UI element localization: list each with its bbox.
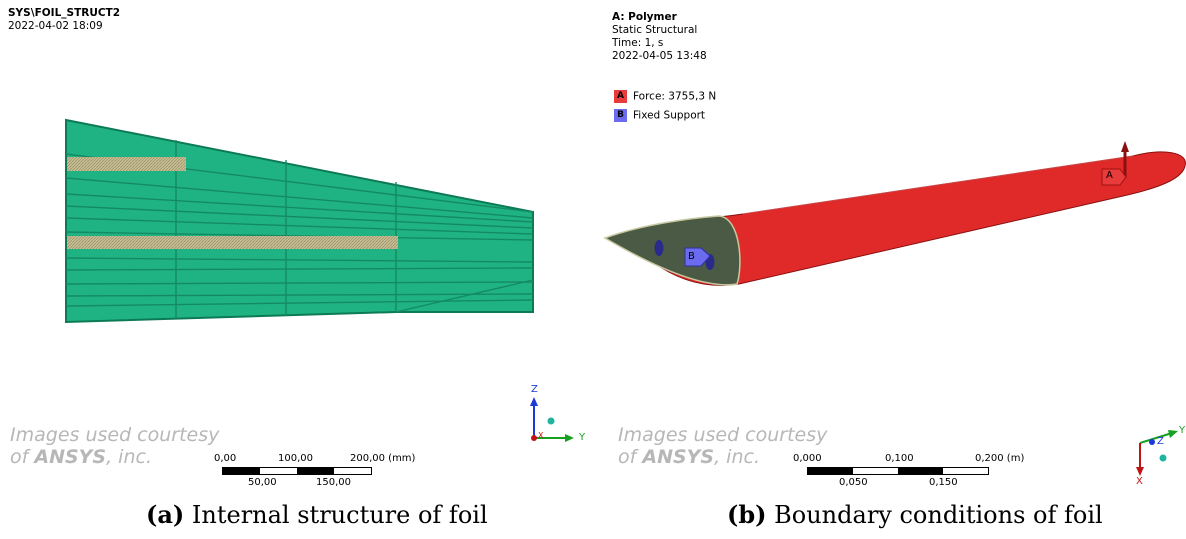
axis-z-label: Z: [531, 384, 538, 395]
caption-text: Boundary conditions of foil: [774, 501, 1103, 529]
legend-label: Force: 3755,3 N: [633, 90, 717, 103]
force-marker-label: A: [1106, 170, 1113, 181]
legend-swatch-b: B: [614, 109, 627, 122]
scale-tick-0: 0,000: [793, 453, 822, 464]
analysis-time: Time: 1, s: [612, 37, 664, 49]
support-marker[interactable]: [684, 247, 711, 267]
scale-tick-50: 0,050: [839, 477, 868, 488]
scale-tick-50: 50,00: [248, 477, 277, 488]
legend-swatch-a: A: [614, 90, 627, 103]
caption-text: Internal structure of foil: [191, 501, 488, 529]
spar-upper: [67, 157, 186, 171]
legend-label: Fixed Support: [633, 109, 706, 122]
axis-y-label: Y: [579, 432, 586, 443]
coordinate-triad-a: [530, 397, 574, 442]
scale-tick-0: 0,00: [214, 453, 237, 464]
analysis-type: Static Structural: [612, 24, 698, 36]
caption-tag: (a): [146, 500, 185, 529]
support-marker-label: B: [688, 251, 695, 262]
ansys-brand: ANSYS: [642, 446, 715, 468]
courtesy-notice-a: Images used courtesy of ANSYS, inc.: [10, 424, 219, 468]
courtesy-suffix: , inc.: [106, 446, 152, 468]
panel-internal-structure: SYS\FOIL_STRUCT2 2022-04-02 18:09: [0, 0, 593, 529]
ansys-brand: ANSYS: [34, 446, 107, 468]
scale-tick-150: 0,150: [929, 477, 958, 488]
courtesy-of: of: [10, 446, 35, 468]
legend-item-fixed-support[interactable]: B Fixed Support: [614, 109, 705, 122]
header-b: A: Polymer Static Structural Time: 1, s …: [612, 11, 707, 63]
courtesy-line: Images used courtesy: [10, 424, 220, 446]
axis-y-label: Y: [1179, 425, 1186, 436]
timestamp: 2022-04-05 13:48: [612, 50, 707, 62]
scale-tick-150: 150,00: [316, 477, 351, 488]
axis-x-label: X: [1136, 476, 1143, 487]
caption-tag: (b): [727, 500, 767, 529]
courtesy-suffix: , inc.: [714, 446, 760, 468]
structure-viewport[interactable]: [0, 0, 593, 490]
foil-root-face: [603, 215, 741, 286]
force-marker[interactable]: [1101, 168, 1127, 186]
spar-hole-1: [654, 240, 664, 256]
caption-a: (a) Internal structure of foil: [146, 500, 488, 529]
spar-lower: [67, 236, 398, 249]
courtesy-of: of: [618, 446, 643, 468]
axis-x-label: X: [538, 431, 544, 440]
scale-tick-200: 0,200 (m): [975, 453, 1025, 464]
axis-z-label: Z: [1157, 436, 1164, 447]
legend-item-force[interactable]: A Force: 3755,3 N: [614, 90, 716, 103]
courtesy-notice-b: Images used courtesy of ANSYS, inc.: [618, 424, 827, 468]
caption-b: (b) Boundary conditions of foil: [727, 500, 1103, 529]
scale-tick-100: 0,100: [885, 453, 914, 464]
foil-viewport[interactable]: [593, 0, 1186, 490]
panel-boundary-conditions: A: Polymer Static Structural Time: 1, s …: [593, 0, 1186, 539]
analysis-title: A: Polymer: [612, 11, 677, 23]
scale-tick-200: 200,00 (mm): [350, 453, 416, 464]
header-a: SYS\FOIL_STRUCT2 2022-04-02 18:09: [8, 7, 120, 33]
model-title: SYS\FOIL_STRUCT2: [8, 7, 121, 19]
coordinate-triad-b: [1136, 430, 1178, 476]
timestamp: 2022-04-02 18:09: [8, 20, 103, 32]
courtesy-line: Images used courtesy: [618, 424, 828, 446]
scale-tick-100: 100,00: [278, 453, 313, 464]
